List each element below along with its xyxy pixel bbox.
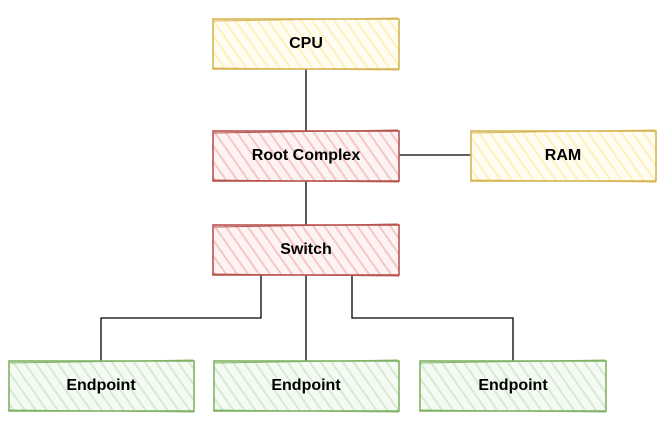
- node-switch-box: [212, 224, 400, 276]
- node-endpoint-2-box: [213, 360, 400, 412]
- node-endpoint-1-label: Endpoint: [66, 377, 136, 394]
- node-root-complex: Root Complex: [211, 129, 400, 183]
- node-ram-label: RAM: [545, 147, 581, 164]
- edge-switch-to-endpoint-1: [100, 275, 262, 361]
- node-endpoint-2: Endpoint: [212, 359, 400, 413]
- node-endpoint-1: Endpoint: [7, 359, 195, 413]
- node-cpu-label: CPU: [289, 35, 323, 52]
- connectors: [100, 69, 514, 361]
- node-endpoint-3-label: Endpoint: [478, 377, 548, 394]
- node-endpoint-1-box: [8, 360, 195, 412]
- node-endpoint-3: Endpoint: [418, 359, 607, 413]
- node-cpu: CPU: [211, 17, 400, 71]
- node-switch-label: Switch: [280, 241, 332, 258]
- node-switch: Switch: [211, 223, 400, 277]
- edge-switch-to-endpoint-3: [351, 275, 514, 361]
- node-endpoint-2-label: Endpoint: [271, 377, 341, 394]
- node-root-complex-label: Root Complex: [252, 147, 361, 164]
- node-ram: RAM: [469, 129, 657, 183]
- node-cpu-box: [212, 18, 400, 70]
- node-endpoint-3-box: [419, 360, 607, 412]
